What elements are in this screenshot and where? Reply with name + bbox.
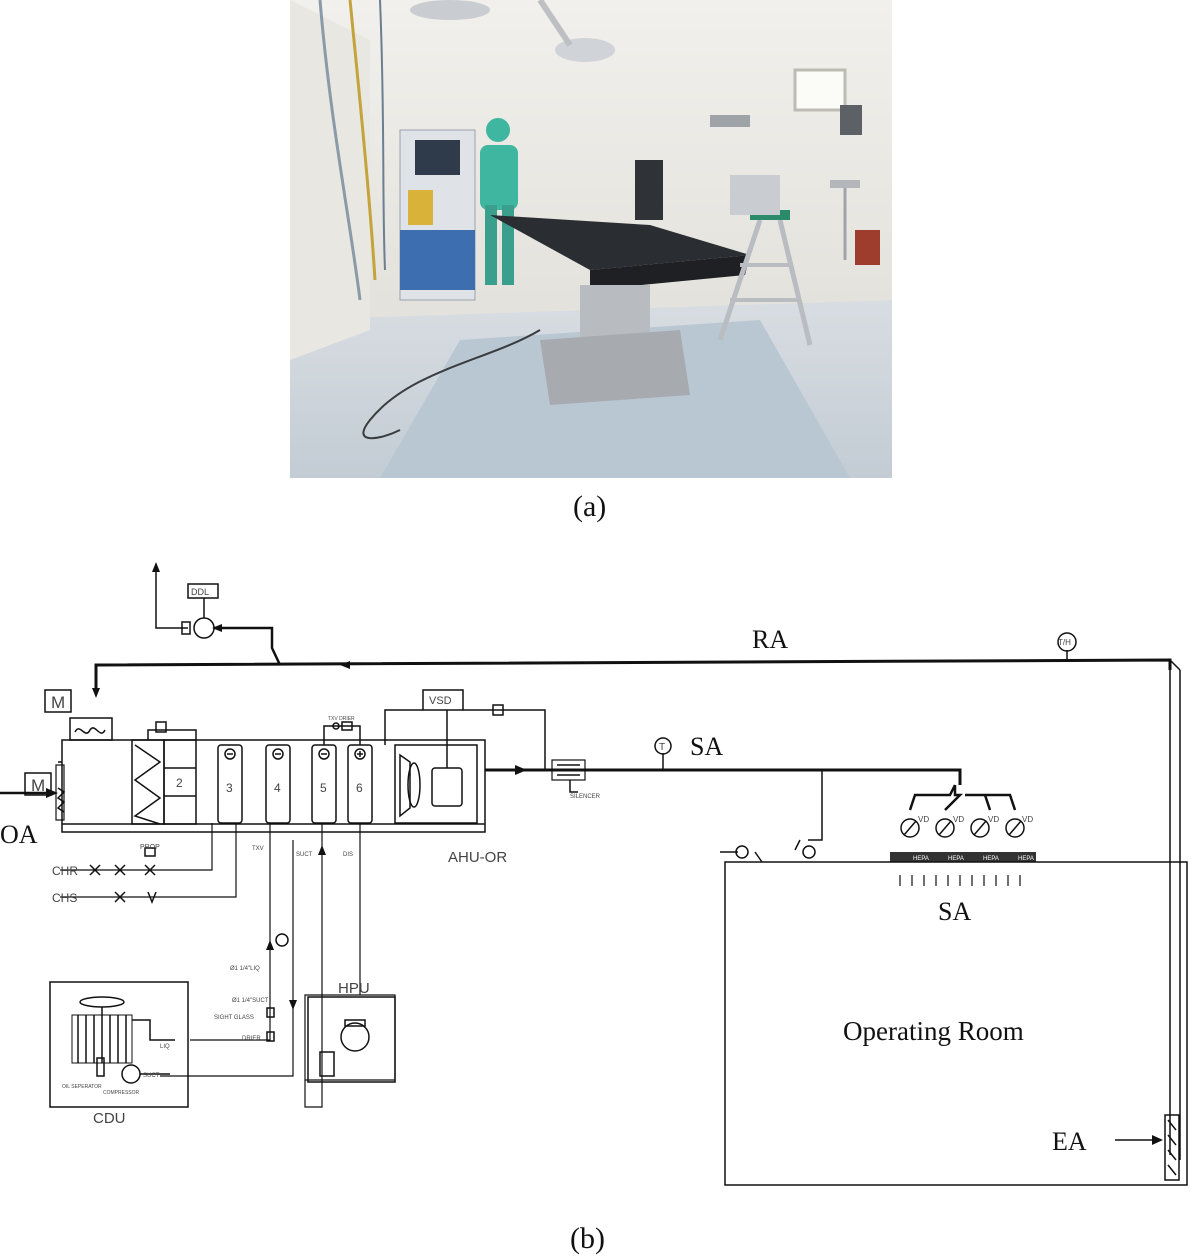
- label-ahu-or: AHU-OR: [448, 849, 507, 866]
- label-oil-separator: OIL SEPERATOR: [62, 1084, 102, 1090]
- section-6: 6: [356, 781, 363, 795]
- wall-panel: [840, 105, 862, 135]
- operating-room: [724, 861, 1188, 1186]
- label-ea: EA: [1052, 1127, 1087, 1156]
- label-suct-cdu: SUCT: [143, 1073, 160, 1079]
- label-vd-1: VD: [918, 815, 929, 824]
- label-vd-4: VD: [1022, 815, 1033, 824]
- label-sa-duct: SA: [690, 732, 723, 761]
- label-hepa-1: HEPA: [913, 856, 929, 862]
- section-5: 5: [320, 781, 327, 795]
- ddl-fan: [193, 617, 215, 639]
- th-sensor: [1057, 632, 1077, 652]
- surgical-light: [410, 0, 490, 20]
- label-ra: RA: [752, 625, 788, 654]
- surgical-light: [555, 38, 615, 62]
- label-hepa-3: HEPA: [983, 856, 999, 862]
- supply-air-duct: [485, 768, 962, 785]
- label-m-bottom: M: [31, 776, 45, 795]
- wall-window: [793, 68, 847, 112]
- label-liq-pipe: Ø1 1/4"LIQ: [230, 966, 260, 972]
- silencer: [551, 759, 586, 781]
- label-cdu: CDU: [93, 1110, 126, 1127]
- label-prop: PROP: [140, 844, 160, 851]
- label-dis: DIS: [343, 852, 353, 858]
- label-compressor: COMPRESSOR: [103, 1090, 140, 1096]
- label-liq: LIQ: [160, 1044, 170, 1050]
- ahu-or-casing: [61, 739, 486, 833]
- temperature-sensor: [654, 737, 672, 755]
- label-th: T/H: [1058, 638, 1071, 647]
- label-sa-room: SA: [938, 897, 971, 926]
- label-hepa-4: HEPA: [1018, 856, 1034, 862]
- label-chr: CHR: [52, 864, 78, 878]
- label-ddl: DDL: [191, 587, 209, 597]
- label-m-top: M: [51, 693, 65, 712]
- operating-room-photo: [290, 0, 892, 478]
- label-vd-2: VD: [953, 815, 964, 824]
- label-hpu: HPU: [338, 980, 370, 997]
- exhaust-grille: [1164, 1114, 1180, 1181]
- label-suct: SUCT: [296, 852, 313, 858]
- label-sight-glass: SIGHT GLASS: [214, 1015, 254, 1021]
- caption-a: (a): [573, 490, 607, 523]
- label-oa: OA: [0, 820, 38, 849]
- return-air-duct: [94, 658, 1172, 690]
- label-hepa-2: HEPA: [948, 856, 964, 862]
- label-vd-3: VD: [988, 815, 999, 824]
- section-2: 2: [176, 776, 183, 790]
- label-suct-pipe: Ø1 1/4"SUCT: [232, 998, 269, 1004]
- caption-b: (b): [570, 1222, 605, 1255]
- label-txv-drier: TXV DRIER: [328, 716, 355, 722]
- vsd-box: [422, 689, 464, 711]
- hvac-schematic: RA SA SA OA EA Operating Room AHU-OR HPU…: [0, 562, 1188, 1186]
- label-chs: CHS: [52, 891, 77, 905]
- return-air-riser: [1169, 670, 1181, 1160]
- section-3: 3: [226, 781, 233, 795]
- label-t: T: [659, 742, 665, 753]
- label-operating-room: Operating Room: [843, 1016, 1024, 1046]
- staff-body: [480, 145, 518, 210]
- cdu-unit: [49, 981, 189, 1108]
- label-txv: TXV: [252, 846, 264, 852]
- label-silencer: SILENCER: [570, 794, 601, 800]
- hepa-filters: [890, 852, 1036, 862]
- hpu-unit: [307, 996, 396, 1083]
- section-4: 4: [274, 781, 281, 795]
- label-drier: DRIER: [242, 1036, 261, 1042]
- staff-head: [486, 118, 510, 142]
- operating-table-top: [490, 215, 750, 270]
- label-vsd: VSD: [429, 695, 452, 707]
